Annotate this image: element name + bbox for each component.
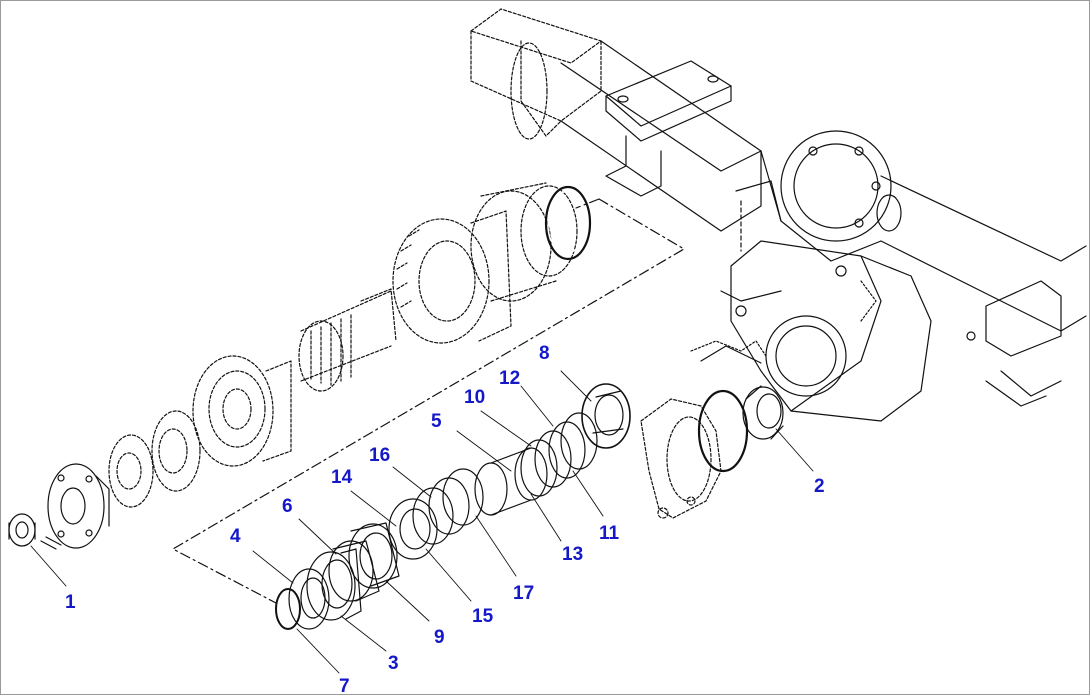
axle-housing bbox=[470, 8, 1087, 422]
coupling-flange bbox=[192, 355, 292, 467]
part-13-shim bbox=[520, 439, 558, 497]
part-label-9[interactable]: 9 bbox=[434, 627, 445, 648]
part-label-8[interactable]: 8 bbox=[539, 343, 550, 364]
seal-ring-upper bbox=[151, 410, 201, 492]
part-label-17[interactable]: 17 bbox=[513, 583, 535, 604]
part-5-spacer bbox=[474, 447, 548, 516]
part-label-10[interactable]: 10 bbox=[464, 387, 486, 408]
part-label-3[interactable]: 3 bbox=[388, 653, 399, 674]
leader-lines bbox=[30, 370, 814, 674]
part-label-4[interactable]: 4 bbox=[230, 526, 241, 547]
axle-tube-top bbox=[560, 40, 762, 172]
part-label-12[interactable]: 12 bbox=[499, 368, 521, 389]
part-label-11[interactable]: 11 bbox=[599, 523, 620, 544]
part-label-15[interactable]: 15 bbox=[472, 606, 494, 627]
part-label-2[interactable]: 2 bbox=[814, 476, 825, 497]
part-label-1[interactable]: 1 bbox=[65, 592, 76, 613]
o-ring-upper bbox=[544, 185, 592, 261]
part-15-bearing-cup bbox=[388, 498, 438, 560]
part-10-shim bbox=[534, 430, 572, 488]
part-8-bearing bbox=[581, 383, 631, 449]
part-label-5[interactable]: 5 bbox=[431, 411, 442, 432]
part-1-nut bbox=[8, 513, 36, 547]
differential-housing bbox=[735, 130, 892, 262]
part-6-bearing-cone bbox=[328, 540, 380, 602]
axle-tube-left bbox=[470, 8, 602, 140]
part-label-6[interactable]: 6 bbox=[282, 496, 293, 517]
splined-shaft bbox=[298, 288, 397, 392]
o-ring-right bbox=[697, 389, 749, 473]
dust-cover bbox=[108, 434, 154, 508]
part-7-snap-ring bbox=[275, 588, 301, 630]
bolt-small bbox=[40, 536, 62, 550]
axle-tube-right bbox=[876, 175, 1087, 407]
pinion-gear-upper bbox=[470, 182, 578, 302]
assembly-frame-dashed bbox=[172, 198, 685, 604]
mounting-pad bbox=[605, 60, 732, 197]
companion-flange bbox=[47, 463, 110, 549]
part-14-shim bbox=[412, 487, 454, 545]
part-2-bearing-cup bbox=[742, 385, 784, 440]
part-12-shim bbox=[560, 412, 598, 470]
ring-gear-upper bbox=[392, 210, 512, 344]
part-3-oil-seal bbox=[306, 548, 362, 621]
part-label-7[interactable]: 7 bbox=[339, 676, 350, 697]
bearing-cover bbox=[640, 398, 722, 519]
part-label-13[interactable]: 13 bbox=[562, 544, 584, 565]
pinion-carrier bbox=[690, 240, 932, 422]
part-9-roller-bearing bbox=[348, 522, 400, 589]
part-label-14[interactable]: 14 bbox=[331, 467, 353, 488]
part-17-shim bbox=[442, 468, 484, 526]
part-11-shim bbox=[548, 421, 586, 479]
part-label-16[interactable]: 16 bbox=[369, 445, 391, 466]
